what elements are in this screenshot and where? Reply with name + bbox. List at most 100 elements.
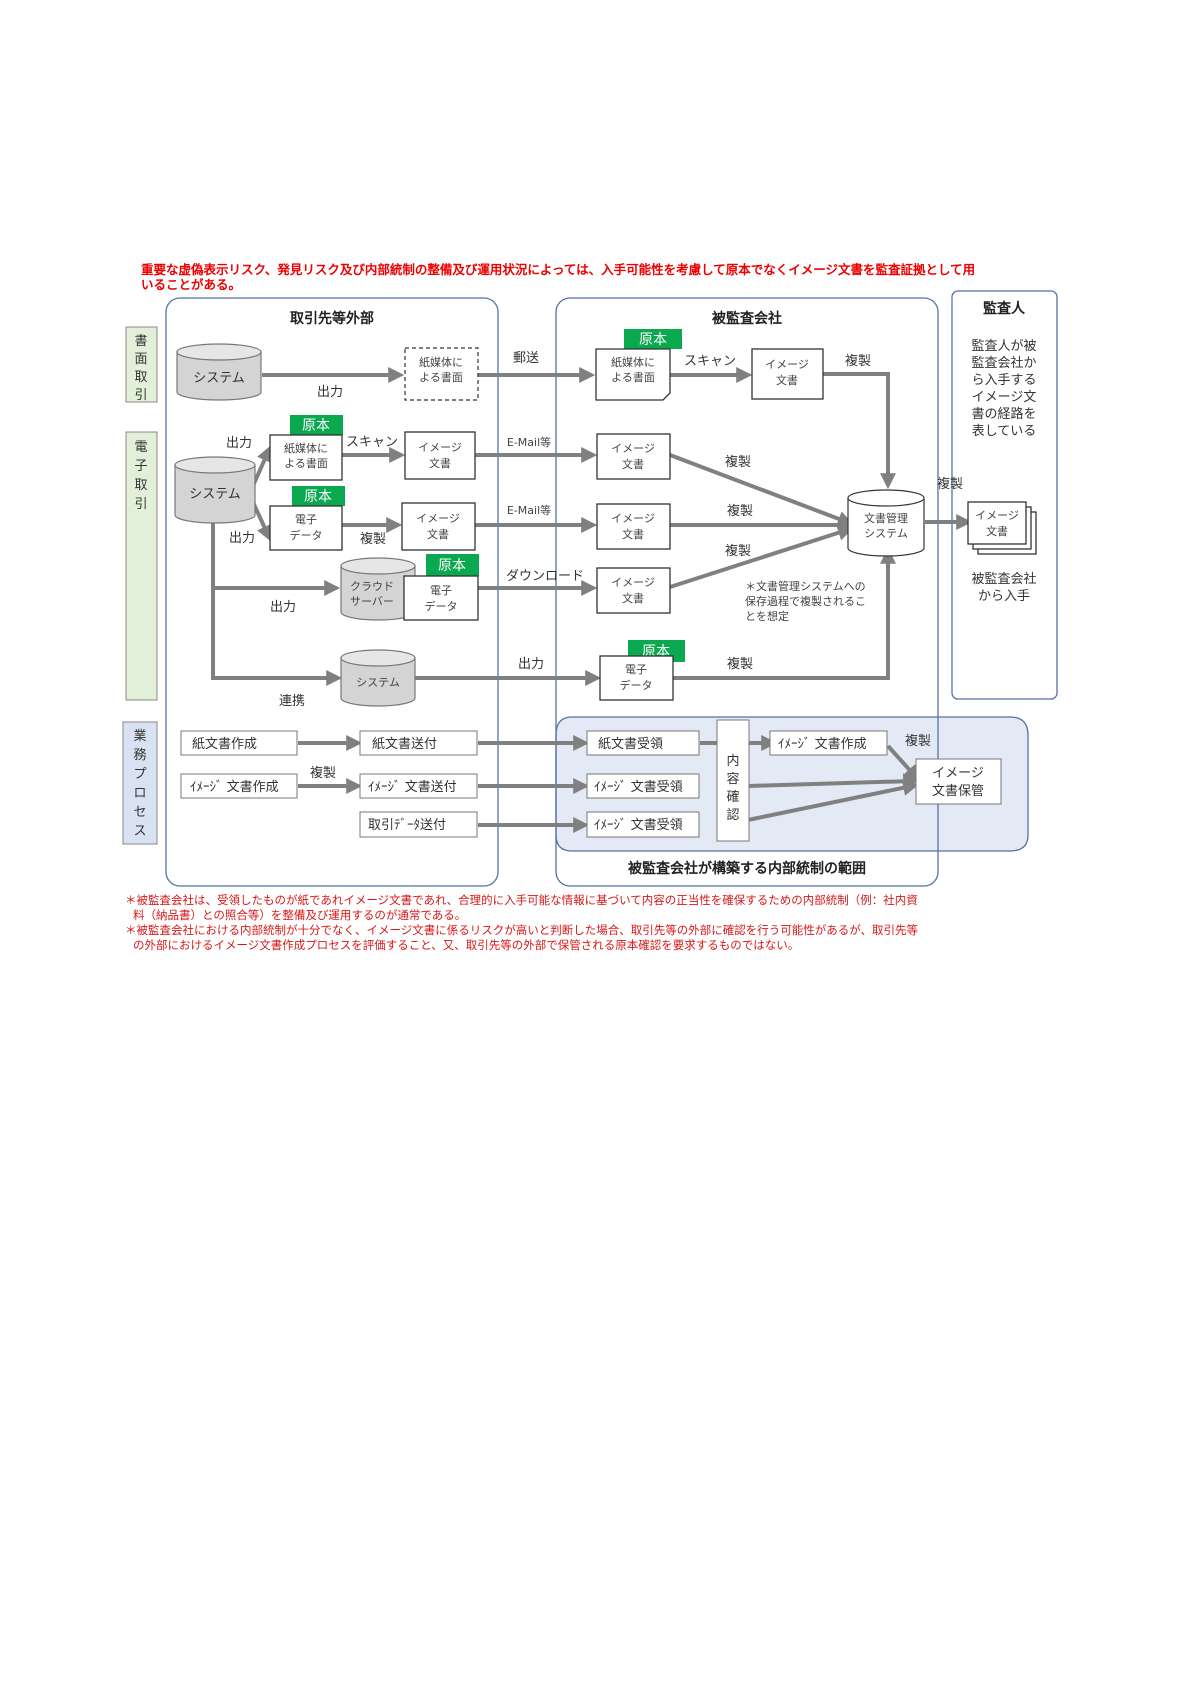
svg-text:監査人が被: 監査人が被 (971, 338, 1036, 354)
svg-text:原本: 原本 (304, 489, 332, 505)
node-image-doc-audited-3: イメージ 文書 (596, 503, 671, 550)
svg-text:よる書面: よる書面 (611, 370, 655, 384)
svg-text:容: 容 (726, 771, 739, 787)
svg-text:文書: 文書 (986, 524, 1008, 538)
edge-label-output-5: 出力 (518, 657, 544, 672)
process-copy-int-label: 複製 (905, 733, 931, 749)
node-paper-document-ext-original: 原本 紙媒体に よる書面 (269, 415, 343, 481)
svg-text:ス: ス (133, 824, 146, 839)
svg-text:ｲﾒｰｼﾞ 文書送付: ｲﾒｰｼﾞ 文書送付 (368, 780, 457, 795)
svg-text:紙文書送付: 紙文書送付 (372, 737, 437, 752)
svg-text:イメージ: イメージ (611, 442, 655, 455)
process-image-receive-1: ｲﾒｰｼﾞ 文書受領 (586, 773, 700, 799)
process-paper-receive: 紙文書受領 (586, 730, 700, 756)
svg-text:書の経路を: 書の経路を (971, 406, 1036, 422)
svg-text:システム: システム (864, 527, 908, 540)
svg-text:ら入手する: ら入手する (971, 373, 1036, 388)
group-external-title: 取引先等外部 (290, 310, 374, 327)
arrows (211, 367, 973, 833)
node-e-data-ext-original: 原本 電子 データ (269, 486, 345, 551)
svg-text:原本: 原本 (302, 418, 330, 434)
edge-label-mail: 郵送 (513, 351, 539, 366)
process-paper-send: 紙文書送付 (359, 730, 478, 756)
node-system-linked: システム (340, 649, 416, 707)
svg-text:保存過程で複製されるこ: 保存過程で複製されるこ (745, 594, 866, 608)
node-image-doc-ext-1: イメージ 文書 (404, 431, 476, 480)
edge-label-download: ダウンロード (506, 569, 584, 584)
svg-text:取引ﾃﾞｰﾀ送付: 取引ﾃﾞｰﾀ送付 (368, 818, 446, 833)
edge-label-output-2: 出力 (226, 436, 252, 451)
svg-text:被監査会社: 被監査会社 (971, 571, 1036, 587)
svg-text:内: 内 (726, 753, 739, 769)
svg-text:イメージ文: イメージ文 (972, 390, 1037, 405)
svg-text:電子: 電子 (295, 513, 317, 526)
auditor-description: 監査人が被 監査会社か ら入手する イメージ文 書の経路を 表している (971, 338, 1036, 439)
svg-text:文書: 文書 (622, 527, 644, 541)
process-content-check: 内 容 確 認 (716, 719, 750, 842)
svg-text:イメージ: イメージ (975, 509, 1019, 522)
svg-text:紙媒体に: 紙媒体に (611, 355, 655, 369)
footnote-2b: の外部におけるイメージ文書作成プロセスを評価すること、又、取引先等の外部で保管さ… (133, 938, 799, 952)
edge-label-copy-to-auditor: 複製 (937, 476, 963, 492)
edge-label-copy-5: 複製 (727, 656, 753, 672)
svg-text:システム: システム (193, 371, 245, 386)
svg-text:システム: システム (356, 676, 400, 689)
svg-text:引: 引 (134, 497, 147, 512)
svg-text:引: 引 (134, 388, 147, 403)
edge-label-copy-1: 複製 (845, 353, 871, 369)
svg-text:イメージ: イメージ (416, 512, 460, 525)
svg-text:業: 業 (133, 728, 146, 744)
svg-text:とを想定: とを想定 (745, 609, 789, 623)
process-image-create: ｲﾒｰｼﾞ 文書作成 (180, 773, 298, 799)
svg-text:認: 認 (726, 807, 739, 823)
side-label-business-process: 業 務 プ ロ セ ス (122, 721, 158, 845)
side-label-paper-transaction: 書 面 取 引 (125, 326, 158, 403)
svg-text:ｲﾒｰｼﾞ 文書作成: ｲﾒｰｼﾞ 文書作成 (190, 780, 279, 795)
svg-text:＊文書管理システムへの: ＊文書管理システムへの (745, 579, 866, 593)
node-auditor-image-doc: イメージ 文書 (967, 501, 1037, 555)
edge-label-output-1: 出力 (317, 385, 343, 400)
edge-label-copy-4: 複製 (725, 543, 751, 559)
side-label-electronic-transaction: 電 子 取 引 (125, 431, 158, 701)
svg-text:監査会社か: 監査会社か (971, 355, 1036, 371)
group-audited-company (555, 297, 939, 887)
node-e-data-cloud-original: 原本 電子 データ (403, 554, 479, 621)
svg-text:データ: データ (290, 528, 323, 542)
process-image-storage: イメージ 文書保管 (915, 758, 1002, 805)
svg-text:セ: セ (133, 805, 146, 820)
node-e-data-audited-original: 原本 電子 データ (599, 640, 685, 701)
svg-text:イメージ: イメージ (611, 576, 655, 589)
svg-text:取: 取 (134, 370, 147, 385)
edge-label-scan-audited: スキャン (684, 354, 736, 369)
svg-text:紙文書作成: 紙文書作成 (192, 737, 257, 752)
header-note-line1: 重要な虚偽表示リスク、発見リスク及び内部統制の整備及び運用状況によっては、入手可… (141, 262, 975, 277)
auditor-caption: 被監査会社 から入手 (971, 571, 1036, 604)
svg-text:ｲﾒｰｼﾞ 文書作成: ｲﾒｰｼﾞ 文書作成 (778, 737, 867, 752)
edge-label-output-4: 出力 (270, 600, 296, 615)
process-image-receive-2: ｲﾒｰｼﾞ 文書受領 (586, 811, 700, 838)
node-system-electronic: システム (174, 456, 256, 524)
svg-text:ｲﾒｰｼﾞ 文書受領: ｲﾒｰｼﾞ 文書受領 (594, 817, 683, 833)
svg-text:電子: 電子 (625, 663, 647, 676)
control-scope-title: 被監査会社が構築する内部統制の範囲 (628, 860, 866, 877)
edge-label-copy-ext: 複製 (360, 531, 386, 547)
svg-text:表している: 表している (972, 424, 1037, 439)
svg-text:データ: データ (425, 599, 458, 613)
process-image-send: ｲﾒｰｼﾞ 文書送付 (359, 773, 478, 799)
svg-text:よる書面: よる書面 (419, 370, 463, 384)
svg-text:クラウド: クラウド (350, 580, 394, 593)
svg-text:子: 子 (134, 459, 147, 474)
svg-text:文書: 文書 (429, 456, 451, 470)
svg-text:務: 務 (133, 748, 146, 763)
svg-text:文書: 文書 (427, 527, 449, 541)
svg-text:サーバー: サーバー (350, 595, 394, 608)
process-paper-create: 紙文書作成 (180, 730, 298, 756)
svg-text:出力: 出力 (317, 385, 343, 400)
node-cloud-server: クラウド サーバー (340, 557, 416, 621)
group-audited-title: 被監査会社 (712, 310, 782, 327)
svg-text:電子: 電子 (430, 584, 452, 597)
svg-text:面: 面 (134, 352, 147, 367)
svg-text:データ: データ (620, 678, 653, 692)
svg-text:プ: プ (133, 767, 146, 782)
